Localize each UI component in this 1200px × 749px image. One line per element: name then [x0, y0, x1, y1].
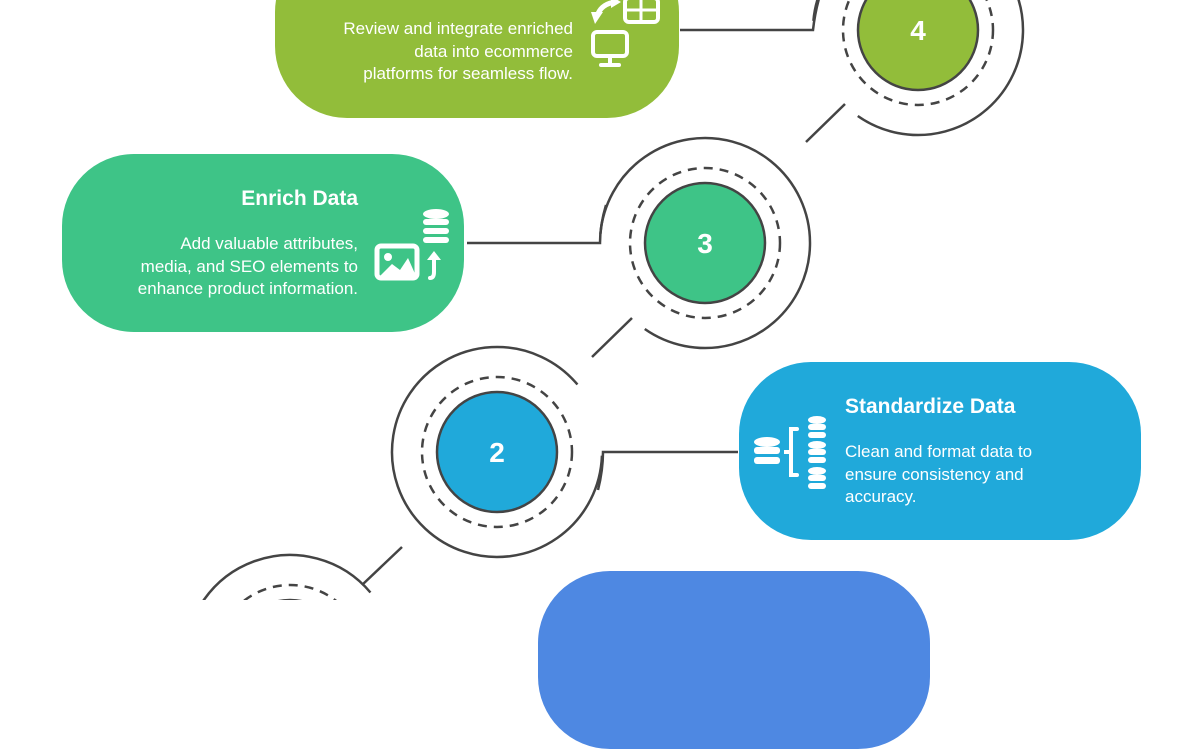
step-4-description-line: data into ecommerce: [414, 41, 573, 61]
step-2-dashed-ring: [420, 375, 574, 529]
step-4-description: Review and integrate enriched data into …: [273, 18, 573, 86]
step-4-dashed-ring: [841, 0, 995, 107]
connector-diagonal-4-to-3: [805, 103, 846, 143]
step-4-card: Review and integrate enriched data into …: [275, 0, 679, 118]
step-1-card: [538, 571, 930, 749]
connector-horizontal-2: [596, 450, 738, 491]
step-3-card: Enrich Data Add valuable attributes, med…: [62, 154, 464, 332]
step-4-circle: [856, 0, 980, 92]
step-2-node: 2: [390, 345, 604, 559]
connector-horizontal-4: [680, 0, 820, 32]
step-1-node: 1: [202, 553, 372, 600]
step-2-description-line: ensure consistency and: [845, 464, 1024, 484]
step-4-description-line: Review and integrate enriched: [343, 19, 573, 38]
connector-diagonal-2-to-1: [361, 546, 403, 586]
image-database-upload-icon: [374, 206, 454, 286]
sync-table-monitor-icon: [587, 0, 667, 68]
step-3-title: Enrich Data: [241, 187, 358, 210]
step-3-description-line: media, and SEO elements to: [140, 256, 358, 276]
step-2-card: Standardize Data Clean and format data t…: [739, 362, 1141, 540]
step-3-circle: [643, 181, 767, 305]
step-4-description-line: platforms for seamless flow.: [363, 64, 573, 83]
step-1-outer-ring: [202, 553, 372, 600]
process-diagram: 4 3 2 1: [202, 0, 1025, 600]
step-3-outer-ring: [599, 136, 812, 350]
step-4-outer-ring: [812, 0, 1025, 137]
step-2-title: Standardize Data: [845, 395, 1016, 418]
step-3-description: Add valuable attributes, media, and SEO …: [58, 233, 358, 301]
database-structure-icon: [751, 412, 831, 492]
step-nodes: 4 3 2 1: [202, 0, 1025, 600]
step-2-outer-ring: [390, 345, 604, 559]
step-2-description-line: accuracy.: [845, 487, 917, 506]
step-4-number: 4: [910, 15, 926, 46]
step-3-dashed-ring: [628, 166, 782, 320]
step-2-description: Clean and format data to ensure consiste…: [845, 441, 1135, 509]
connector-horizontal-3: [467, 204, 608, 245]
step-1-dashed-ring: [242, 583, 338, 600]
step-3-description-line: Add valuable attributes,: [180, 234, 358, 253]
connector-diagonal-3-to-2: [591, 317, 633, 358]
step-3-description-line: enhance product information.: [137, 279, 358, 298]
step-2-circle: [435, 390, 559, 514]
step-2-number: 2: [489, 437, 505, 468]
step-2-description-line: Clean and format data to: [845, 442, 1033, 461]
step-3-node: 3: [599, 136, 812, 350]
step-4-node: 4: [812, 0, 1025, 137]
step-3-number: 3: [697, 228, 713, 259]
